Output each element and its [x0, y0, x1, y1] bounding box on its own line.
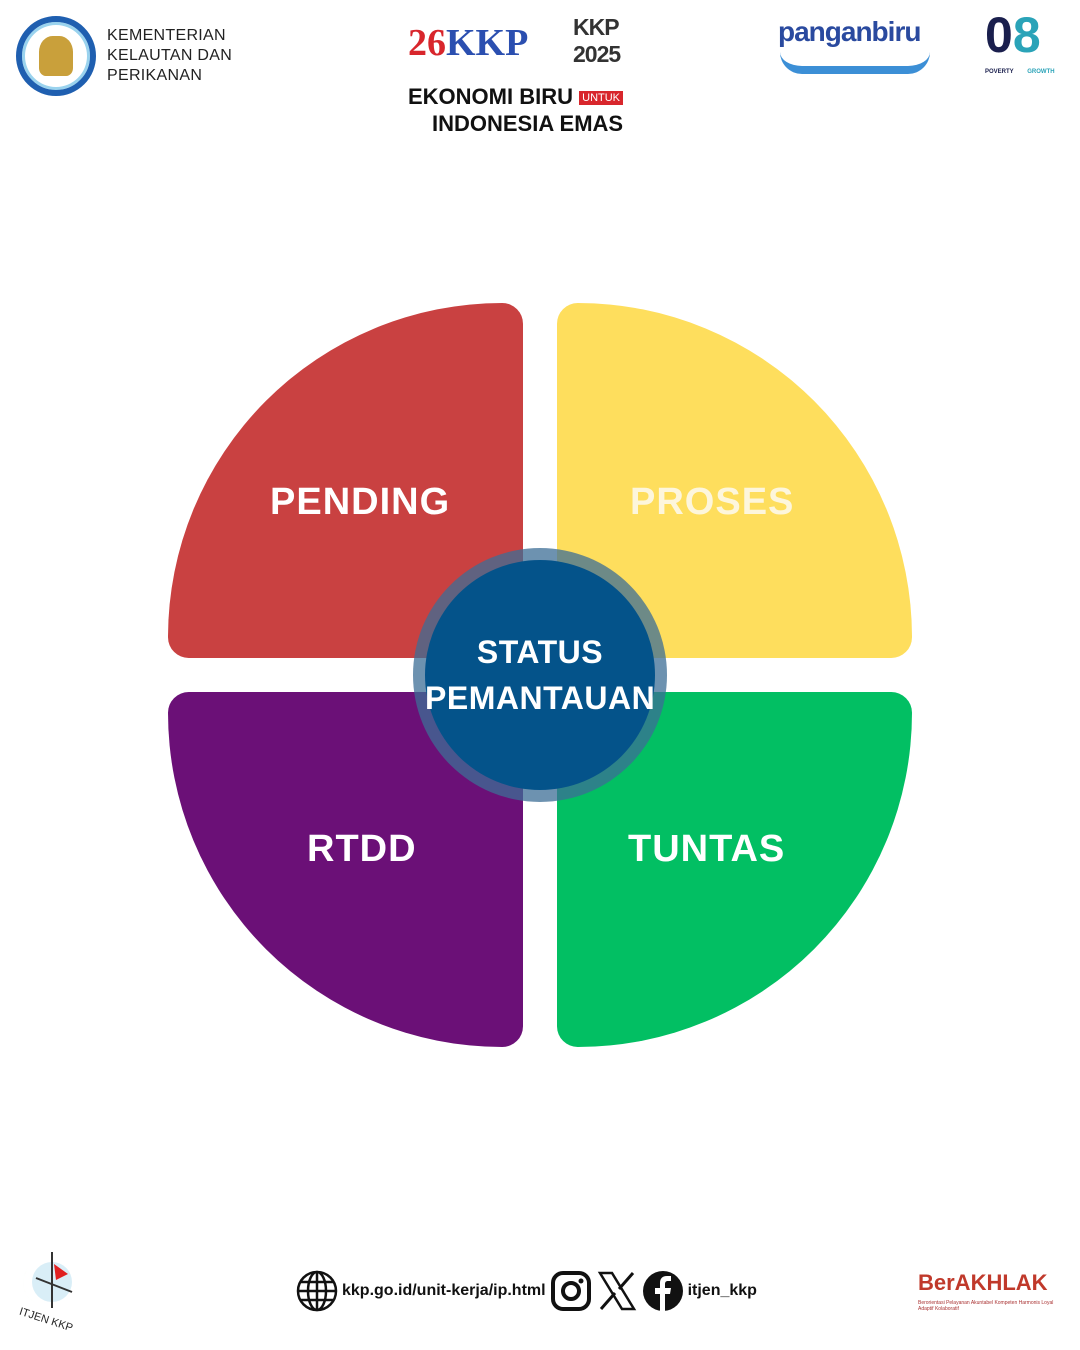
globe-icon [296, 1270, 338, 1312]
footer-contacts: kkp.go.id/unit-kerja/ip.html itjen_kkp [296, 1270, 757, 1312]
itjen-logo [23, 1252, 73, 1308]
o8-zero: 0 [985, 7, 1013, 63]
center-circle: STATUS PEMANTAUAN [425, 560, 655, 790]
tagline-line2: INDONESIA EMAS [432, 111, 624, 137]
quadrant-label: PROSES [630, 481, 795, 523]
o8-label: POVERTY [985, 69, 1014, 75]
o8-label: GROWTH [1027, 69, 1055, 75]
ekonomi-biru-logo: EKONOMI BIRU UNTUK INDONESIA EMAS [408, 84, 623, 137]
center-title-line: STATUS [476, 634, 604, 670]
x-twitter-icon[interactable] [596, 1270, 638, 1312]
tagline-badge: UNTUK [579, 91, 624, 106]
kkp2025-line: 2025 [573, 41, 621, 67]
facebook-icon[interactable] [642, 1270, 684, 1312]
website-link[interactable]: kkp.go.id/unit-kerja/ip.html [342, 1282, 546, 1299]
o8-labels: POVERTY GROWTH [985, 68, 1055, 76]
center-title-line: PEMANTAUAN [425, 680, 656, 716]
wave-icon [780, 52, 930, 74]
kkp2025-line: KKP [573, 14, 620, 40]
garuda-icon [39, 36, 73, 76]
ministry-name-line: PERIKANAN [107, 67, 203, 84]
berakhlak-logo: BerAKHLAK [918, 1270, 1048, 1295]
tagline-line1: EKONOMI BIRU [408, 84, 573, 109]
o8-logo: 08 [985, 6, 1041, 64]
social-handle[interactable]: itjen_kkp [687, 1282, 757, 1299]
quadrant-label: RTDD [307, 828, 417, 870]
kkp-emblem-logo [16, 16, 96, 96]
instagram-icon[interactable] [550, 1270, 592, 1312]
ministry-name-line: KELAUTAN DAN [107, 47, 233, 64]
kkp-26-logo: 26KKP [408, 22, 529, 64]
ministry-name-line: KEMENTERIAN [107, 27, 226, 44]
ministry-name: KEMENTERIAN KELAUTAN DAN PERIKANAN [107, 26, 277, 86]
quadrant-label: TUNTAS [628, 828, 786, 870]
kkp-26-text: KKP [446, 22, 529, 64]
berakhlak-subtitle: Berorientasi Pelayanan Akuntabel Kompete… [918, 1300, 1054, 1312]
panganbiru-logo: panganbiru [778, 16, 921, 47]
itjen-label: ITJEN KKP [17, 1305, 75, 1335]
quadrant-label: PENDING [270, 481, 451, 523]
o8-eight: 8 [1012, 7, 1041, 63]
